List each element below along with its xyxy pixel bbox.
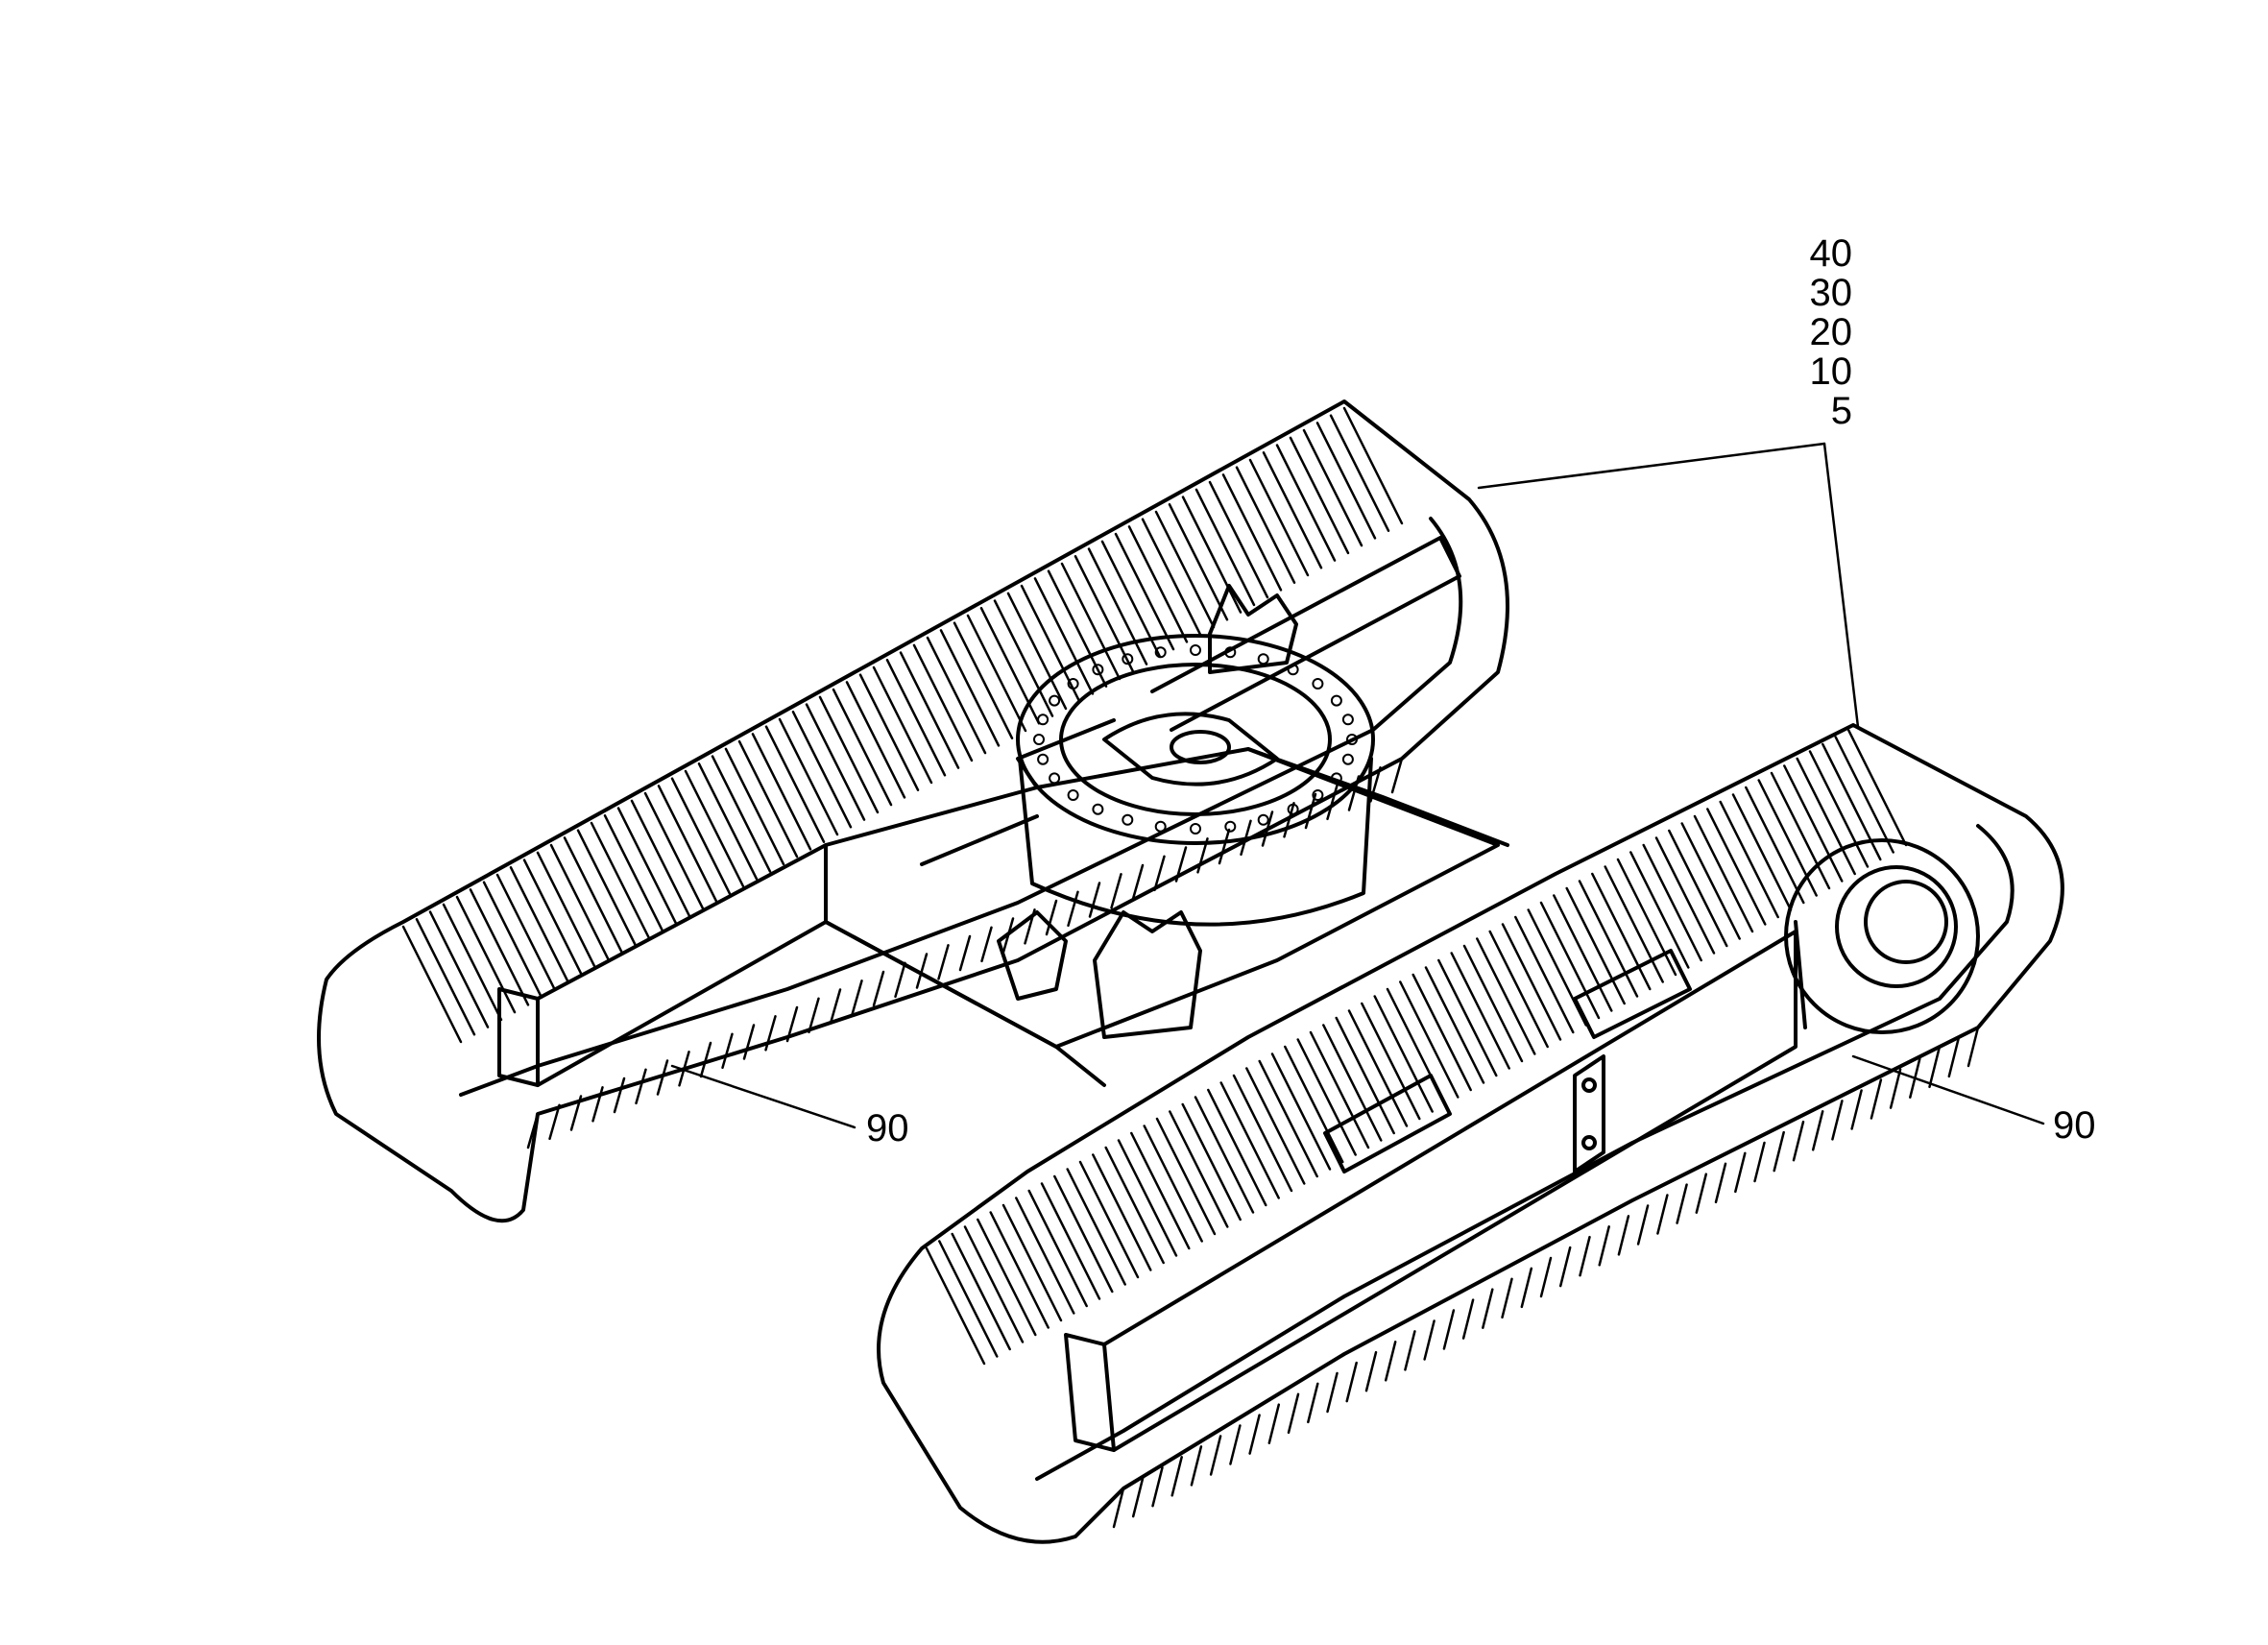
- right-track-top-shoes: [925, 728, 1908, 1366]
- callout-stack: 40 30 20 10 5: [1747, 232, 1853, 432]
- callout-40: 40: [1809, 232, 1853, 275]
- sprocket: [1784, 838, 1980, 1034]
- bolt-hole: [1067, 789, 1079, 801]
- final-drive: [1784, 838, 1980, 1034]
- bolt-hole: [1330, 694, 1342, 707]
- leader-stack-to-right-track: [1822, 442, 1860, 729]
- bolt-hole: [1122, 653, 1134, 665]
- leader-right-90: [1851, 1054, 2045, 1125]
- bolt-hole: [1037, 714, 1050, 726]
- left-track-bottom-shoes: [526, 757, 1404, 1149]
- frame-access-plate: [1573, 1054, 1605, 1173]
- bolt-hole: [1049, 694, 1061, 707]
- bolt-hole: [1092, 803, 1104, 815]
- bearing-bolt-holes: [1033, 644, 1358, 835]
- lug-side: [997, 910, 1068, 1001]
- bolt-hole: [1346, 734, 1358, 745]
- left-track-outline: [317, 399, 1509, 1223]
- bearing-center-plate: [1102, 712, 1279, 786]
- right-track-assembly: [877, 723, 2064, 1544]
- bolt-hole: [1092, 664, 1104, 676]
- leader-left-90: [670, 1064, 857, 1129]
- bolt-hole: [1049, 772, 1061, 785]
- bolt-hole: [1190, 823, 1201, 835]
- bolt-hole: [1122, 813, 1134, 826]
- bolt-hole: [1033, 734, 1045, 745]
- bolt-hole: [1067, 678, 1079, 689]
- frame-lugs: [997, 584, 1298, 1039]
- lug-rear: [1208, 584, 1298, 674]
- bearing-inner-ring: [1059, 663, 1332, 816]
- right-track-frame: [1064, 930, 1798, 1452]
- right-track-bottom-shoes: [1112, 1026, 1980, 1529]
- bolt-hole: [1330, 772, 1342, 785]
- left-track-assembly: [317, 399, 1509, 1223]
- callout-5: 5: [1830, 390, 1852, 432]
- bolt-hole: [1312, 678, 1324, 689]
- bolt-hole: [1257, 813, 1269, 826]
- bolt-hole: [1257, 653, 1269, 665]
- callout-right-track-90: 90: [2053, 1104, 2096, 1147]
- bolt-hole: [1341, 753, 1354, 765]
- bearing-top-ring: [1016, 634, 1375, 845]
- left-track-top-shoes: [401, 406, 1404, 1044]
- callout-10: 10: [1809, 351, 1853, 393]
- bolt-hole: [1154, 646, 1167, 659]
- leader-lines: [670, 442, 2045, 1129]
- swing-bearing: [1016, 634, 1375, 927]
- bolt-hole: [1037, 753, 1050, 765]
- bolt-hole: [1287, 664, 1299, 676]
- left-track-inner-edge: [459, 517, 1463, 1097]
- bolt-hole: [1287, 803, 1299, 815]
- bolt-hole: [1312, 789, 1324, 801]
- bolt-hole: [1224, 820, 1237, 833]
- callout-20: 20: [1809, 311, 1853, 353]
- callout-left-track-90: 90: [866, 1107, 909, 1149]
- lug-front: [1093, 910, 1202, 1039]
- bolt-hole: [1224, 646, 1237, 659]
- right-track-outline: [877, 723, 2064, 1544]
- bolt-hole: [1190, 644, 1201, 656]
- leader-stack-to-left-track: [1477, 442, 1826, 490]
- bolt-hole: [1154, 820, 1167, 833]
- bearing-cylinder: [1018, 757, 1373, 927]
- callout-30: 30: [1809, 272, 1853, 314]
- bolt-hole: [1341, 714, 1354, 726]
